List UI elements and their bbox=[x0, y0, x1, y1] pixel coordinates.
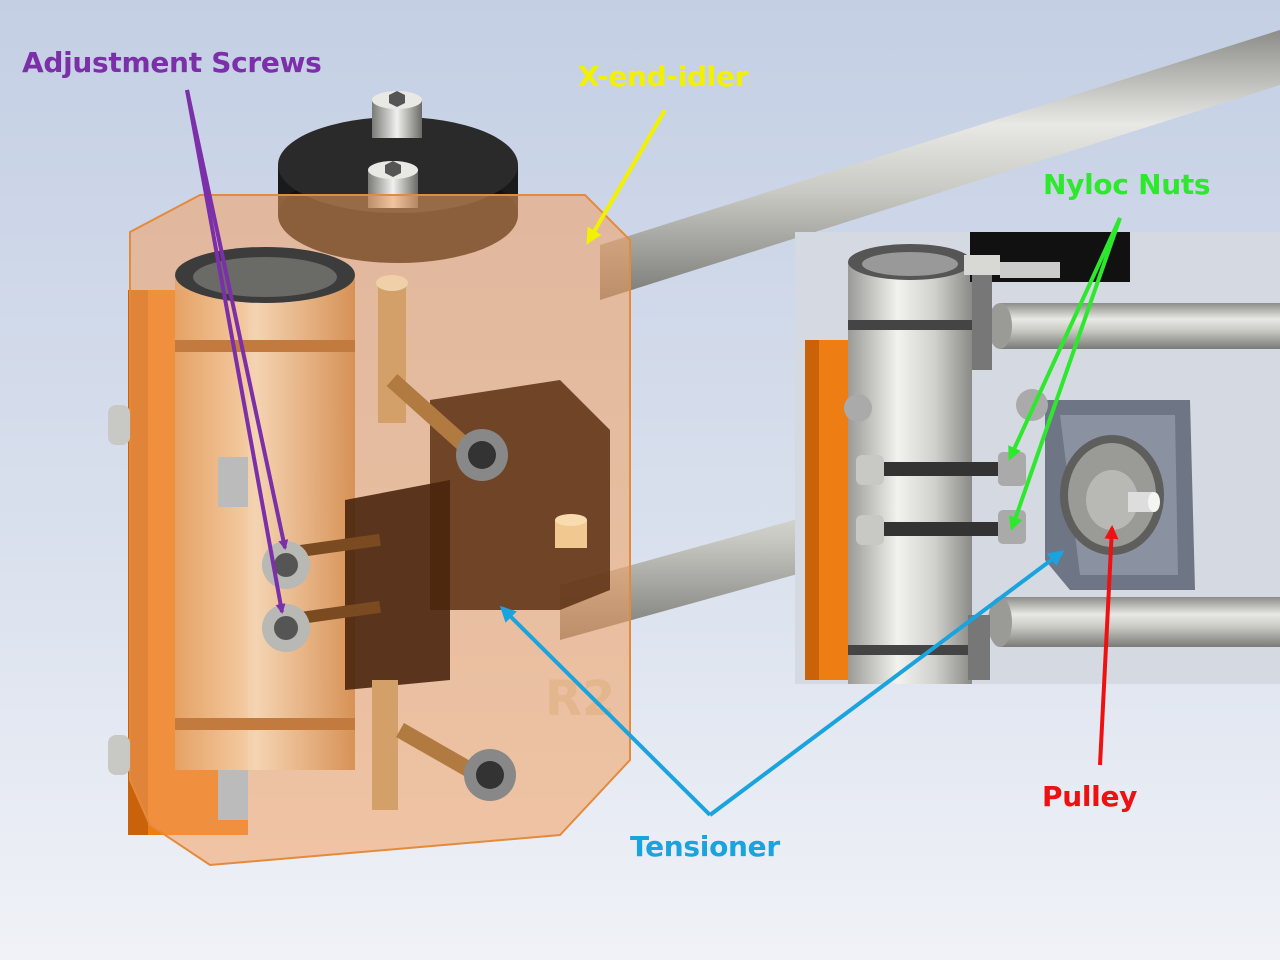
top-mount bbox=[278, 91, 518, 263]
body-screws bbox=[108, 275, 516, 820]
adjustment-screws-arrow-1 bbox=[185, 89, 289, 550]
tensioner-arrow-1 bbox=[499, 605, 712, 817]
part-mark: R2 bbox=[545, 671, 615, 727]
adjustment-screws-arrow-2 bbox=[185, 89, 286, 614]
x-end-idler-label: X-end-idler bbox=[578, 60, 749, 93]
pulley-label: Pulley bbox=[1042, 780, 1138, 813]
nyloc-nuts-arrow-1 bbox=[1008, 217, 1122, 461]
x-end-idler-body bbox=[128, 194, 631, 867]
pulley-arrow bbox=[1098, 525, 1119, 766]
nyloc-nuts-arrow-2 bbox=[1009, 217, 1122, 531]
adjustment-screws-label: Adjustment Screws bbox=[22, 46, 322, 79]
x-end-idler-arrow bbox=[586, 108, 667, 245]
nyloc-nuts-label: Nyloc Nuts bbox=[1043, 168, 1211, 201]
arrow-icon bbox=[185, 89, 1122, 817]
pulley-icon bbox=[1060, 435, 1164, 555]
tensioner-arrow-2 bbox=[708, 550, 1065, 817]
tensioner-label: Tensioner bbox=[630, 830, 780, 863]
